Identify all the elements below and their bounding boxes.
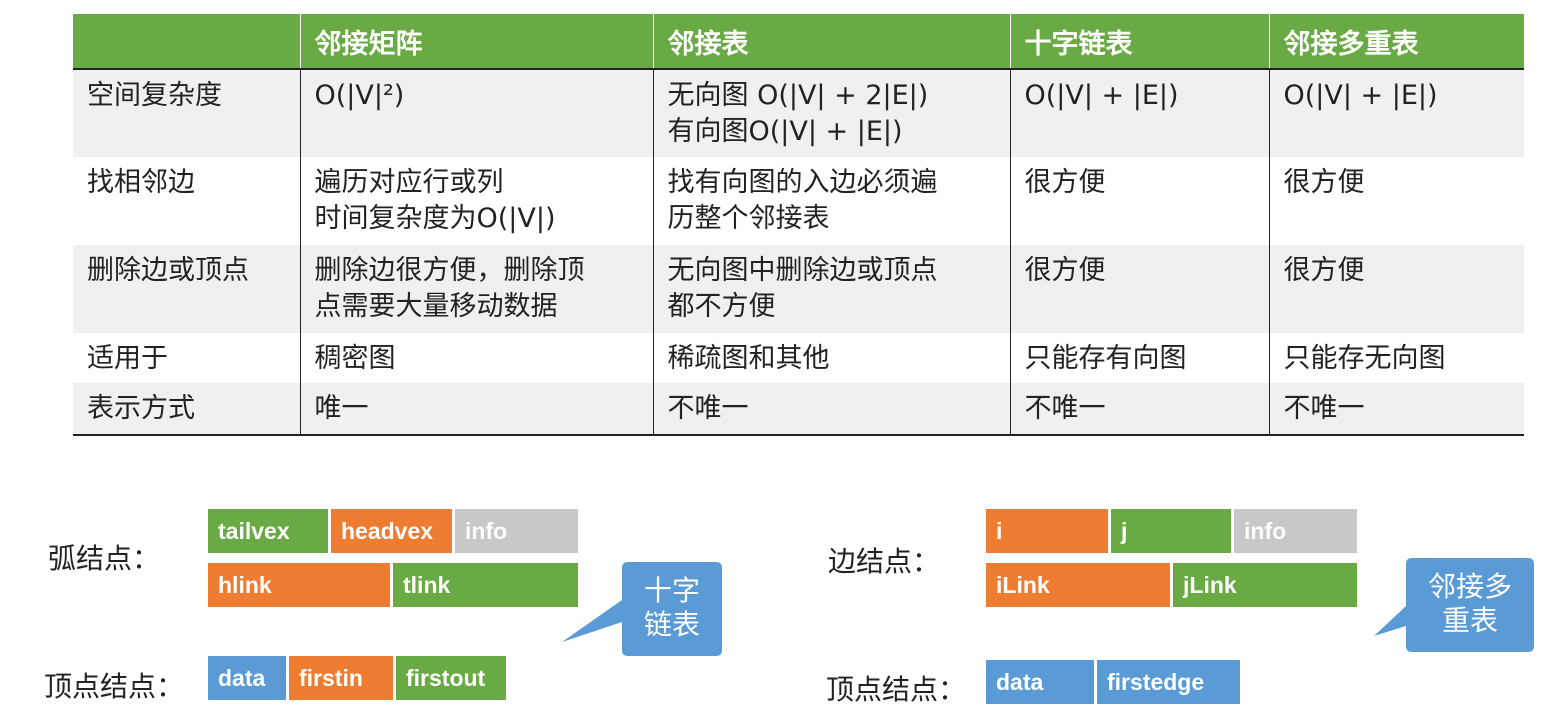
ilink-field: iLink: [986, 563, 1170, 607]
table-cell: 稠密图: [299, 333, 653, 383]
tlink-field: tlink: [393, 563, 578, 607]
table-cell: 不唯一: [1268, 383, 1524, 436]
i-field: i: [986, 509, 1108, 553]
table-cell: 无向图中删除边或顶点 都不方便: [652, 245, 1010, 333]
arc-node-label: 弧结点：: [48, 542, 161, 575]
table-cell: 只能存有向图: [1009, 333, 1269, 383]
table-cell: 唯一: [299, 383, 653, 436]
row-label: 找相邻边: [73, 157, 300, 245]
table-row: 找相邻边 遍历对应行或列 时间复杂度为O(|V|) 找有向图的入边必须遍 历整个…: [73, 157, 1524, 245]
table-cell: 只能存无向图: [1268, 333, 1524, 383]
header-adjacency-matrix: 邻接矩阵: [299, 14, 653, 69]
row-label: 空间复杂度: [73, 68, 300, 157]
header-adjacency-multilist: 邻接多重表: [1268, 14, 1524, 69]
table-cell: 不唯一: [1009, 383, 1269, 436]
row-label: 删除边或顶点: [73, 245, 300, 333]
multi-list-callout: 邻接多 重表: [1372, 556, 1536, 656]
comparison-table: 邻接矩阵 邻接表 十字链表 邻接多重表 空间复杂度 O(|V|²) 无向图 O(…: [73, 14, 1524, 436]
callout-bubble-shape: [562, 562, 722, 656]
table-cell: O(|V|²): [299, 68, 653, 157]
firstout-field: firstout: [396, 656, 506, 700]
row-label: 表示方式: [73, 383, 300, 436]
table-cell: 很方便: [1009, 157, 1269, 245]
table-header-row: 邻接矩阵 邻接表 十字链表 邻接多重表: [73, 14, 1524, 69]
vertex-node-label: 顶点结点：: [826, 673, 967, 706]
vertex-node-label: 顶点结点：: [44, 670, 185, 703]
table-cell: O(|V| + |E|): [1268, 68, 1524, 157]
callout-bubble-shape: [1374, 558, 1534, 652]
info-field: info: [455, 509, 578, 553]
data-field: data: [986, 660, 1094, 704]
firstedge-field: firstedge: [1097, 660, 1240, 704]
table-row: 适用于 稠密图 稀疏图和其他 只能存有向图 只能存无向图: [73, 333, 1524, 383]
hlink-field: hlink: [208, 563, 390, 607]
firstin-field: firstin: [289, 656, 393, 700]
jlink-field: jLink: [1173, 563, 1357, 607]
table-cell: 不唯一: [652, 383, 1010, 436]
table-cell: 很方便: [1268, 157, 1524, 245]
table-cell: 遍历对应行或列 时间复杂度为O(|V|): [299, 157, 653, 245]
header-orthogonal-list: 十字链表: [1009, 14, 1269, 69]
edge-node-label: 边结点：: [828, 545, 941, 578]
header-corner: [73, 14, 300, 69]
row-label: 适用于: [73, 333, 300, 383]
table-cell: 稀疏图和其他: [652, 333, 1010, 383]
table-cell: 很方便: [1009, 245, 1269, 333]
data-field: data: [208, 656, 286, 700]
header-adjacency-list: 邻接表: [652, 14, 1010, 69]
j-field: j: [1111, 509, 1231, 553]
table-row: 空间复杂度 O(|V|²) 无向图 O(|V| + 2|E|) 有向图O(|V|…: [73, 68, 1524, 157]
info-field: info: [1234, 509, 1357, 553]
tailvex-field: tailvex: [208, 509, 328, 553]
table-cell: 无向图 O(|V| + 2|E|) 有向图O(|V| + |E|): [652, 68, 1010, 157]
cross-list-callout: 十字 链表: [560, 560, 724, 660]
table-cell: 很方便: [1268, 245, 1524, 333]
table-row: 删除边或顶点 删除边很方便，删除顶 点需要大量移动数据 无向图中删除边或顶点 都…: [73, 245, 1524, 333]
table-cell: 找有向图的入边必须遍 历整个邻接表: [652, 157, 1010, 245]
table-row: 表示方式 唯一 不唯一 不唯一 不唯一: [73, 383, 1524, 436]
table-cell: 删除边很方便，删除顶 点需要大量移动数据: [299, 245, 653, 333]
headvex-field: headvex: [331, 509, 452, 553]
table-cell: O(|V| + |E|): [1009, 68, 1269, 157]
callout-text: 十字 链表: [643, 574, 700, 641]
callout-text: 邻接多 重表: [1427, 570, 1512, 637]
